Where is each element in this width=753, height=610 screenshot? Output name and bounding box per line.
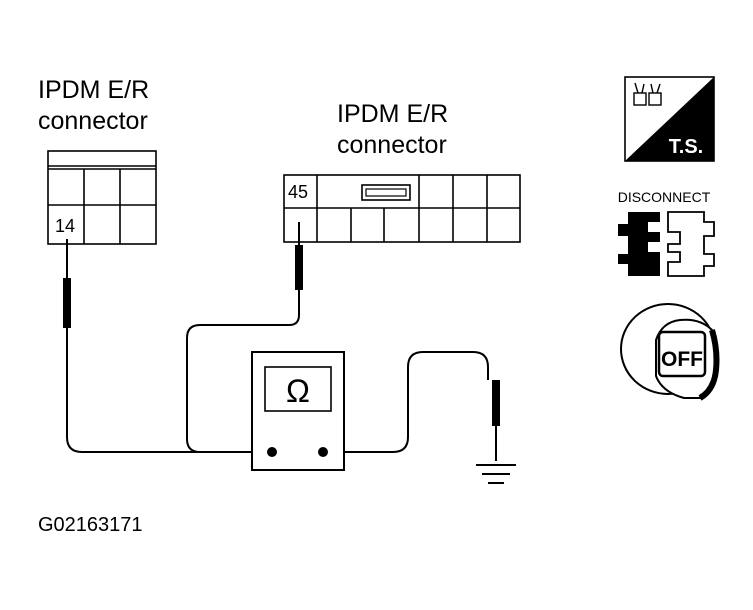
- ts-icon: T.S.: [624, 76, 715, 162]
- left-connector-label-line1: IPDM E/R: [38, 76, 150, 104]
- ground-symbol: [476, 464, 516, 484]
- right-pin-number: 45: [288, 182, 308, 202]
- disconnect-icon-text: DISCONNECT: [618, 189, 711, 205]
- left-connector: [47, 150, 157, 245]
- wire-right-to-meter: [186, 305, 300, 453]
- left-connector-label-line2: connector: [38, 107, 148, 135]
- ground-probe: [492, 380, 500, 461]
- ignition-off-text: OFF: [661, 348, 703, 371]
- ohm-symbol: Ω: [286, 373, 310, 409]
- left-connector-label: IPDM E/R connector: [38, 75, 149, 137]
- ts-icon-text: T.S.: [669, 136, 703, 158]
- wires: [66, 305, 489, 453]
- right-connector-label: IPDM E/R connector: [337, 99, 448, 161]
- left-probe: [63, 239, 71, 345]
- meter-terminal-ohm: [318, 447, 328, 457]
- right-connector-label-line1: IPDM E/R: [337, 100, 449, 128]
- ohmmeter: Ω: [251, 351, 345, 471]
- right-connector: [283, 174, 521, 243]
- ignition-off-icon: OFF: [620, 303, 720, 401]
- left-pin-number: 14: [55, 216, 75, 236]
- wire-left-to-meter: [66, 345, 272, 453]
- right-probe: [295, 222, 303, 305]
- meter-terminal-com: [267, 447, 277, 457]
- figure-id: G02163171: [38, 514, 143, 536]
- wire-meter-to-ground: [323, 351, 489, 453]
- right-connector-label-line2: connector: [337, 131, 447, 159]
- disconnect-icon: DISCONNECT: [618, 189, 715, 277]
